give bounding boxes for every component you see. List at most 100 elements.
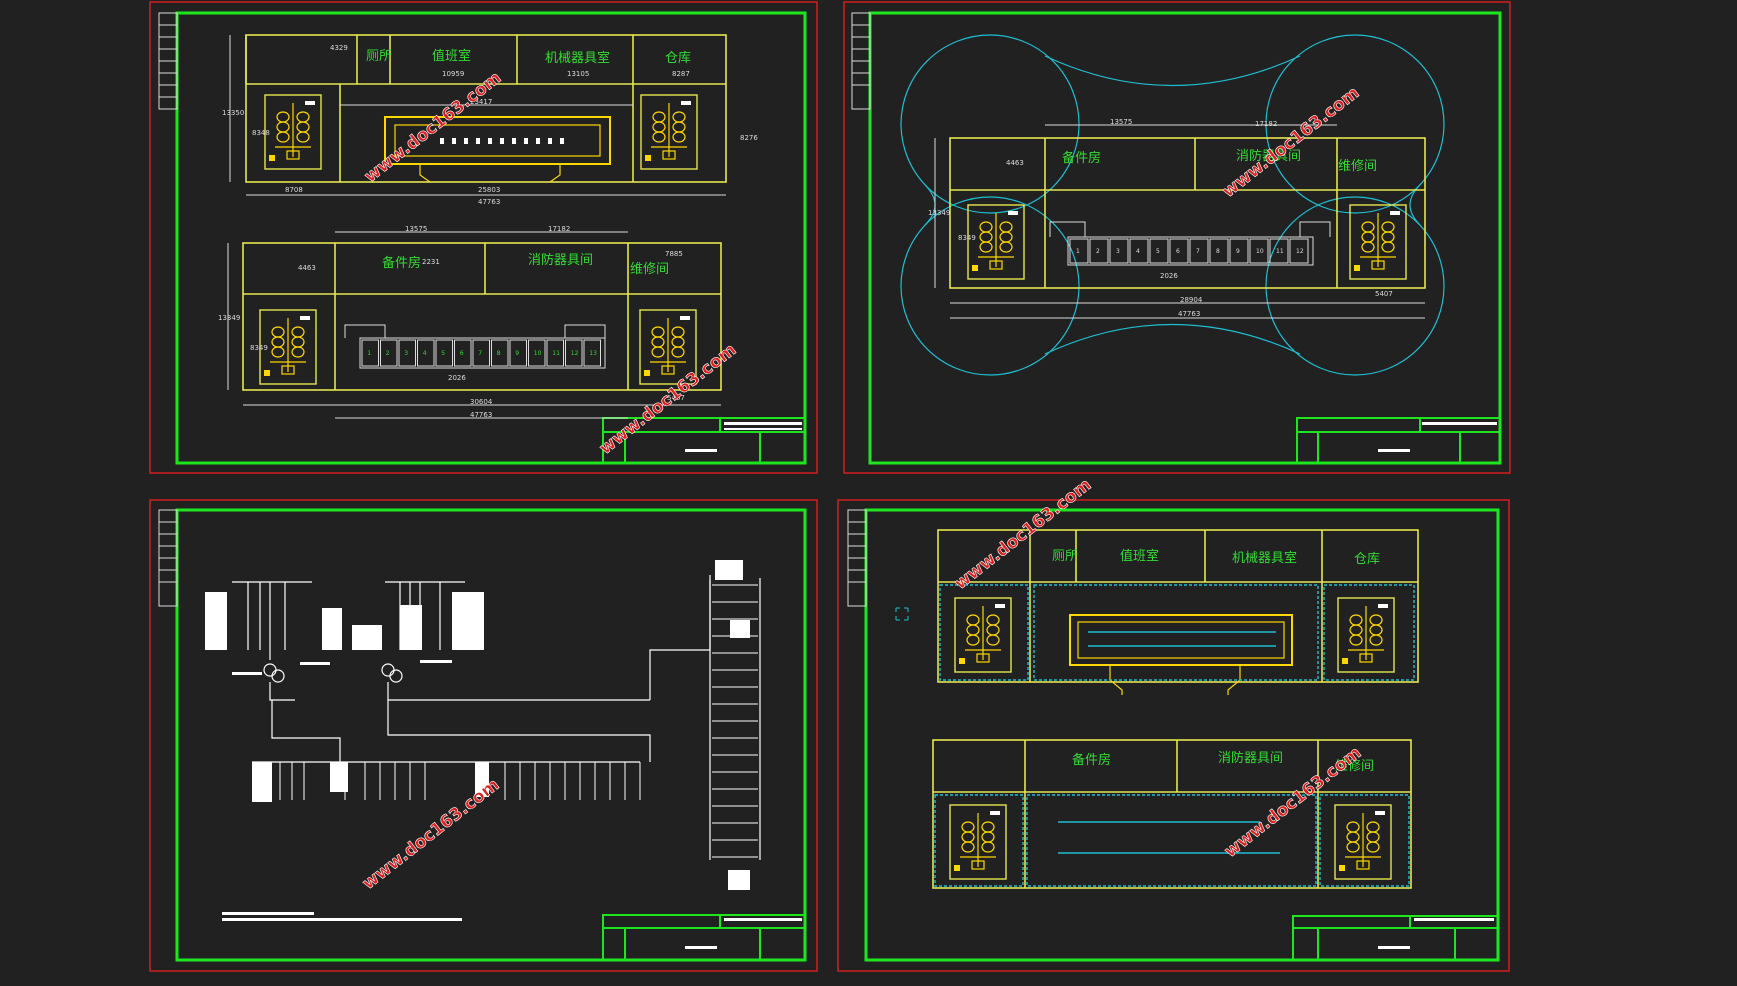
watermark-layer: www.doc163.com www.doc163.com www.doc163… — [358, 68, 1365, 895]
cabinet-cell — [417, 339, 435, 367]
s1-dim-inner: 23417 — [470, 98, 492, 106]
cabinet-label: 8 — [1216, 248, 1220, 255]
cabinet-label: 12 — [571, 350, 579, 357]
cabinet-cell — [491, 339, 509, 367]
s1-b-dim-top1: 13575 — [405, 225, 427, 233]
cabinet-cell — [398, 339, 416, 367]
cabinet-cell — [361, 339, 379, 367]
cabinet-label: 11 — [552, 350, 560, 357]
cabinet-cell — [1149, 238, 1169, 264]
s1-b-dim-room: 2231 — [422, 258, 440, 266]
sheet-3 — [149, 499, 818, 972]
watermark-4: www.doc163.com — [951, 475, 1096, 594]
cabinet-cell — [435, 339, 453, 367]
cabinet-cell — [1209, 238, 1229, 264]
cabinet-cell — [565, 339, 583, 367]
cabinet-cell — [1169, 238, 1189, 264]
s1-b-dim-left: 13349 — [218, 314, 240, 322]
cabinet-cell — [1229, 238, 1249, 264]
s2-room-2: 消防器具间 — [1236, 148, 1301, 164]
s1-dim-bottom2: 25803 — [478, 186, 500, 194]
cabinet-label: 1 — [1076, 248, 1080, 255]
cabinet-cell — [1089, 238, 1109, 264]
s1-b-dim-bay: 2026 — [448, 374, 466, 382]
s1-dim-room3: 13105 — [567, 70, 589, 78]
cabinet-label: 2 — [386, 350, 390, 357]
cabinet-cell — [1109, 238, 1129, 264]
cabinet-cell — [1289, 238, 1309, 264]
cabinet-cell — [472, 339, 490, 367]
s4-bottom-room-3: 维修间 — [1335, 759, 1374, 774]
s2-dim-bay: 2026 — [1160, 272, 1178, 280]
cabinet-cell — [1249, 238, 1269, 264]
s2-dim-mid: 8349 — [958, 234, 976, 242]
cabinet-cell — [509, 339, 527, 367]
s2-room-3: 维修间 — [1338, 159, 1377, 174]
s2-room-1: 备件房 — [1062, 150, 1101, 166]
cabinet-label: 3 — [1116, 248, 1120, 255]
cabinet-label: 3 — [404, 350, 408, 357]
cabinet-cell — [1129, 238, 1149, 264]
s1-dim-mid: 8348 — [252, 129, 270, 137]
cabinet-cell — [583, 339, 601, 367]
s1-bottom-room-1: 备件房 — [382, 255, 421, 271]
cabinet-label: 12 — [1296, 248, 1304, 255]
cabinet-cell — [528, 339, 546, 367]
cabinet-cell — [380, 339, 398, 367]
s1-top-room-1: 厕所 — [366, 49, 392, 64]
s1-b-dim-top2: 17182 — [548, 225, 570, 233]
s1-bottom-room-3: 维修间 — [630, 262, 669, 277]
cabinet-cell — [1069, 238, 1089, 264]
s4-top-room-3: 机械器具室 — [1232, 550, 1297, 566]
cabinet-label: 9 — [1236, 248, 1240, 255]
cabinet-cell — [1269, 238, 1289, 264]
s1-b-dim-right: 7885 — [665, 250, 683, 258]
s1-bottom-room-2: 消防器具间 — [528, 252, 593, 268]
cabinet-label: 10 — [534, 350, 542, 357]
s4-bottom-room-1: 备件房 — [1072, 752, 1111, 768]
s1-b-dim-inner: 30604 — [470, 398, 493, 406]
cabinet-label: 4 — [423, 350, 427, 357]
s4-top-room-2: 值班室 — [1120, 548, 1159, 564]
s2-dim-top2: 17182 — [1255, 120, 1277, 128]
sheet-4: 厕所 值班室 机械器具室 仓库 备件房 消防器具间 维修间 — [837, 499, 1510, 972]
sheet-2: 备件房 消防器具间 维修间 13575 17182 4463 13349 834… — [843, 1, 1511, 474]
watermark-1: www.doc163.com — [361, 68, 506, 187]
s1-top-room-3: 机械器具室 — [545, 50, 610, 66]
cabinet-label: 5 — [1156, 248, 1160, 255]
s4-top-room-1: 厕所 — [1052, 549, 1078, 564]
cabinet-label: 13 — [589, 350, 597, 357]
cabinet-label: 9 — [515, 350, 519, 357]
s2-dim-inner: 28904 — [1180, 296, 1203, 304]
s2-dim-top1: 13575 — [1110, 118, 1132, 126]
s1-dim-total: 47763 — [478, 198, 500, 206]
cabinet-label: 8 — [497, 350, 501, 357]
s1-top-room-4: 仓库 — [665, 50, 691, 66]
watermark-2: www.doc163.com — [1219, 83, 1364, 202]
s1-dim-small: 4329 — [330, 44, 348, 52]
s1-b-dim-gap: 5407 — [667, 394, 685, 402]
s2-dim-right: 5407 — [1375, 290, 1393, 298]
cabinet-label: 1 — [367, 350, 371, 357]
s1-top-room-2: 值班室 — [432, 48, 471, 64]
s2-dim-small: 4463 — [1006, 159, 1024, 167]
cabinet-cell — [546, 339, 564, 367]
s4-top-room-4: 仓库 — [1354, 551, 1380, 567]
s1-b-dim-mid: 8349 — [250, 344, 268, 352]
s1-dim-right: 8276 — [740, 134, 758, 142]
s2-dim-left: 13349 — [928, 209, 950, 217]
cabinet-cell — [1189, 238, 1209, 264]
s2-dim-total: 47763 — [1178, 310, 1200, 318]
s1-dim-room4: 8287 — [672, 70, 690, 78]
cabinet-label: 4 — [1136, 248, 1140, 255]
cabinet-label: 5 — [441, 350, 445, 357]
cabinet-label: 11 — [1276, 248, 1284, 255]
cabinet-label: 7 — [478, 350, 482, 357]
cabinet-label: 6 — [460, 350, 464, 357]
s1-dim-bottom1: 8708 — [285, 186, 303, 194]
cabinet-cell — [454, 339, 472, 367]
